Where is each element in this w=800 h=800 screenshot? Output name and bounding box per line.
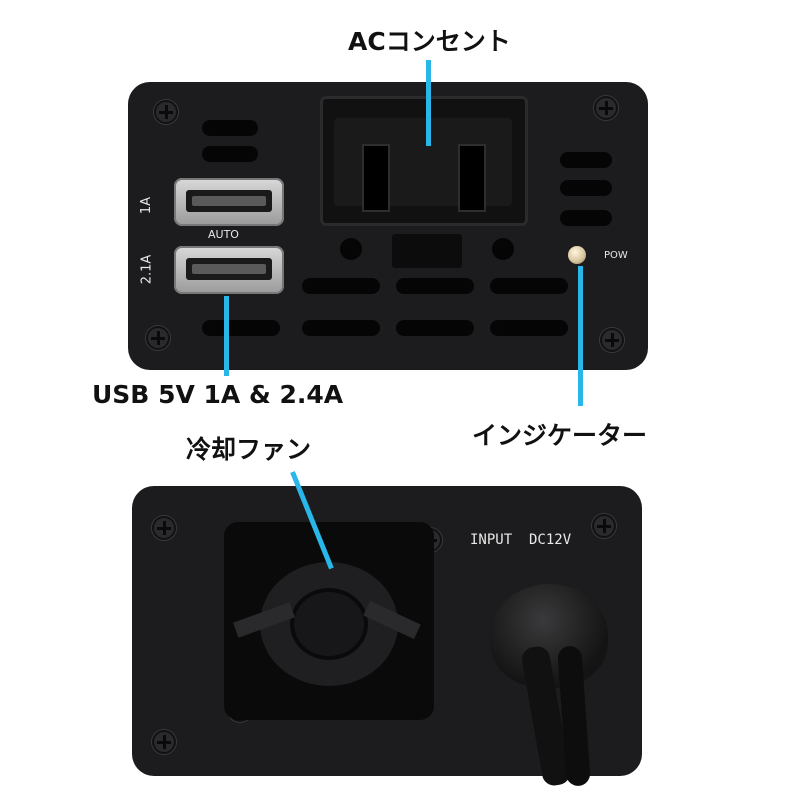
center-connector [392, 234, 462, 268]
vent-slot [202, 320, 280, 336]
mount-hole [340, 238, 362, 260]
vent-slot [302, 278, 380, 294]
led-indicator-icon [568, 246, 586, 264]
usb-2-1a-label: 2.1A [139, 254, 155, 285]
vent-slot [202, 146, 258, 162]
ac-slot-right [458, 144, 486, 212]
pointer-usb [224, 296, 229, 376]
screw-icon [600, 328, 624, 352]
input-dc12v-label: INPUT DC12V [470, 532, 572, 548]
front-panel: AUTO 1A 2.1A POW [128, 82, 648, 370]
usb-1a-label: 1A [139, 196, 155, 215]
mount-hole [492, 238, 514, 260]
callout-cooling-fan: 冷却ファン [186, 435, 312, 464]
vent-slot [302, 320, 380, 336]
pointer-ac-outlet [426, 60, 431, 146]
vent-slot [560, 152, 612, 168]
callout-indicator: インジケーター [472, 421, 648, 450]
callout-usb: USB 5V 1A & 2.4A [92, 380, 344, 409]
vent-slot [396, 320, 474, 336]
screw-icon [152, 516, 176, 540]
screw-icon [592, 514, 616, 538]
vent-slot [202, 120, 258, 136]
vent-slot [560, 210, 612, 226]
screw-icon [154, 100, 178, 124]
screw-icon [594, 96, 618, 120]
vent-slot [560, 180, 612, 196]
callout-ac-outlet: ACコンセント [348, 27, 511, 56]
screw-icon [146, 326, 170, 350]
pow-label: POW [604, 250, 628, 261]
vent-slot [490, 278, 568, 294]
ac-slot-left [362, 144, 390, 212]
usb-auto-label: AUTO [208, 228, 239, 241]
vent-slot [490, 320, 568, 336]
pointer-indicator [578, 266, 583, 406]
usb-port-2-1a[interactable] [174, 246, 284, 294]
vent-slot [396, 278, 474, 294]
rear-panel: INPUT DC12V [132, 486, 642, 788]
usb-port-1a[interactable] [174, 178, 284, 226]
cooling-fan [224, 522, 434, 720]
screw-icon [152, 730, 176, 754]
ac-outlet[interactable] [320, 96, 528, 226]
